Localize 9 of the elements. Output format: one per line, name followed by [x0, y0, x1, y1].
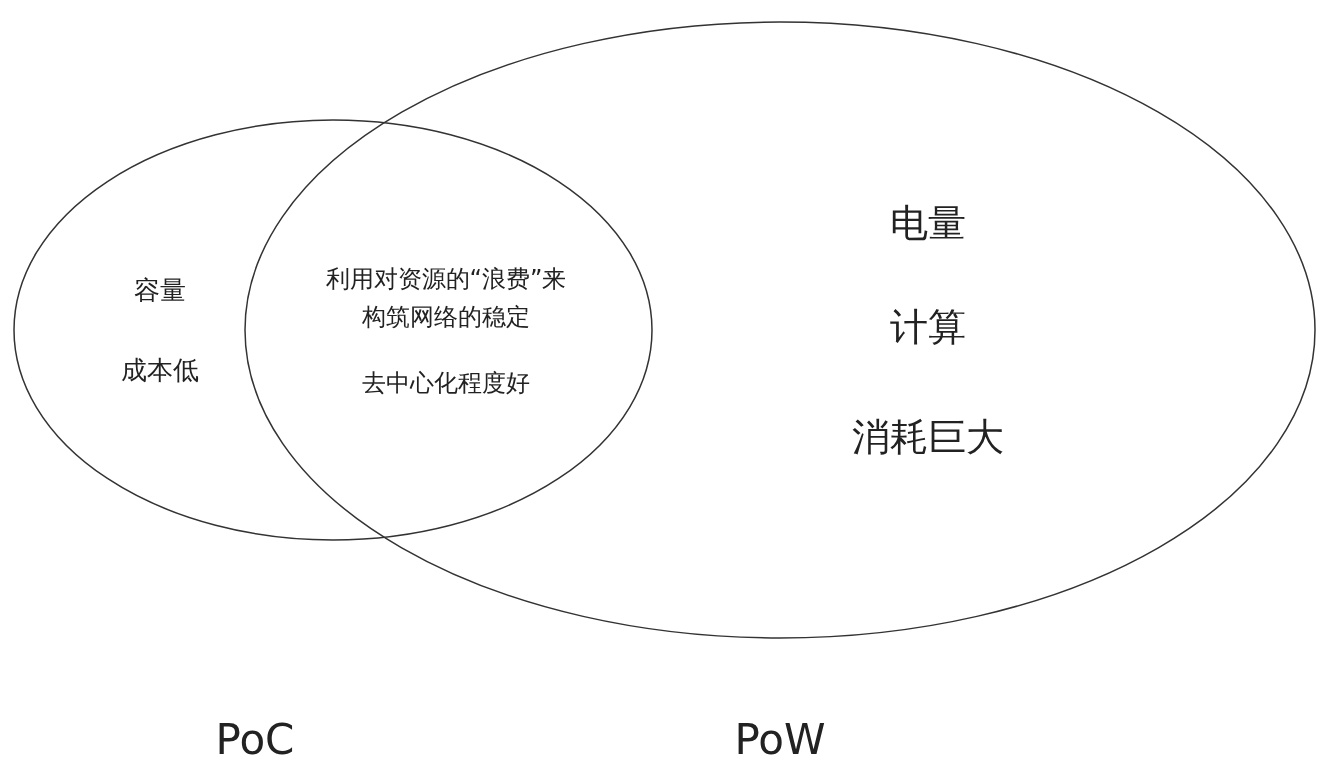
overlap-text: 利用对资源的“浪费”来构筑网络的稳定	[324, 264, 568, 334]
set-title: PoC	[215, 714, 295, 766]
set-item: 电量	[890, 200, 966, 247]
set-title: PoW	[734, 714, 826, 766]
overlap-text: 去中心化程度好	[362, 368, 530, 398]
set-item: 成本低	[121, 354, 199, 387]
set-item: 容量	[134, 274, 186, 307]
set-item: 消耗巨大	[852, 414, 1004, 461]
set-item: 计算	[890, 304, 966, 351]
